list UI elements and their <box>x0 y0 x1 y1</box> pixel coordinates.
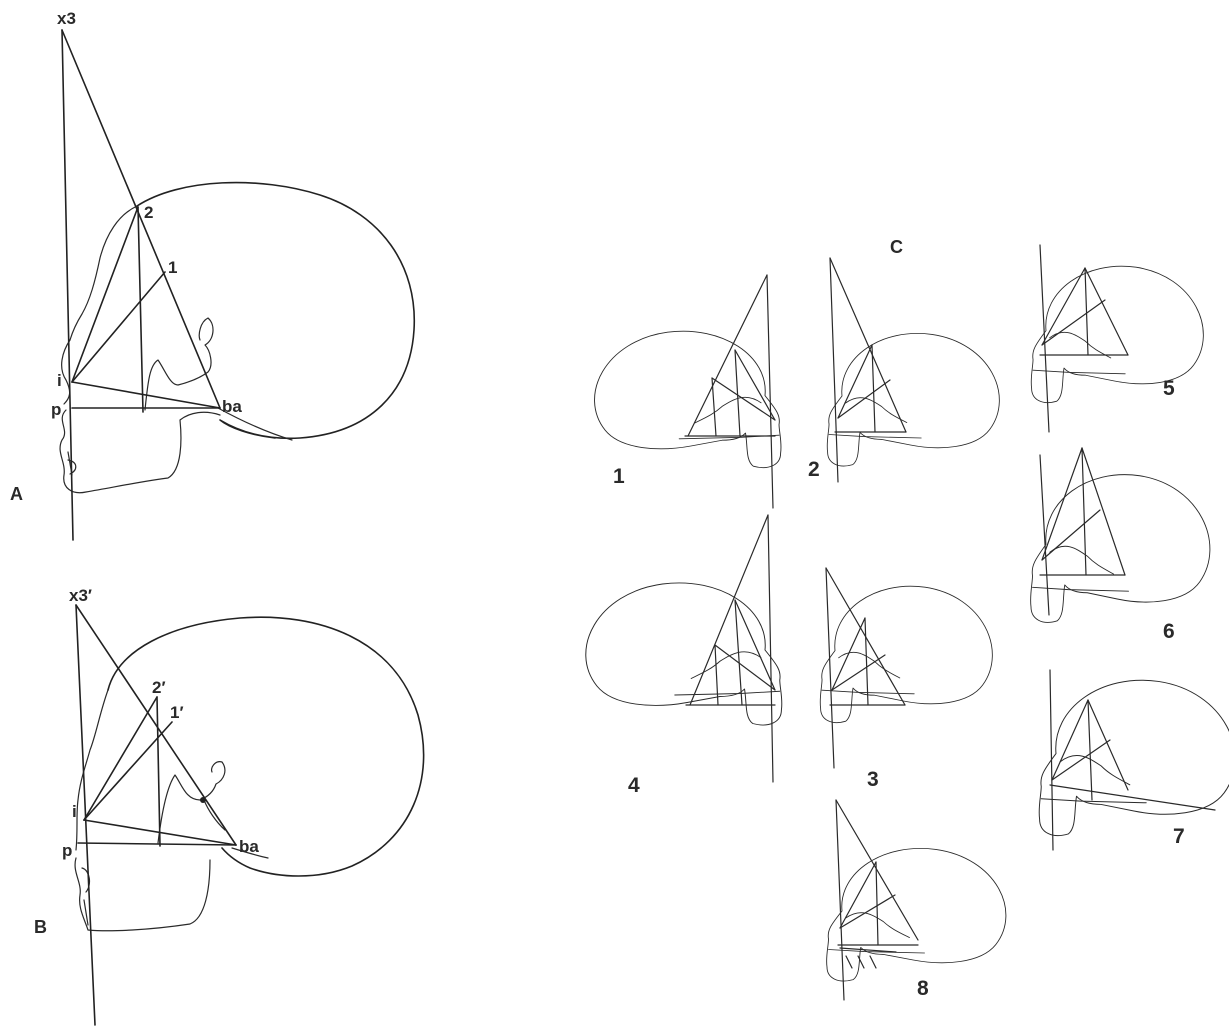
specimen-8-label: 8 <box>917 977 929 1000</box>
panel-a-label: A <box>10 484 23 504</box>
specimen-5-label: 5 <box>1163 377 1175 400</box>
point-ba-label: ba <box>222 397 242 416</box>
specimen-2-label: 2 <box>808 458 820 481</box>
point-1-label: 1 <box>168 258 177 277</box>
point-ba-label-b: ba <box>239 837 259 856</box>
skull-a-nose <box>61 339 71 405</box>
panel-c-label: C <box>890 237 903 257</box>
point-x3-label: x3 <box>57 9 76 28</box>
point-x3-prime-label: x3′ <box>69 586 92 605</box>
skull-b-face <box>74 857 211 932</box>
construction-lines-b <box>75 604 237 1026</box>
specimen-3: 3 <box>819 567 993 791</box>
specimen-1: 1 <box>595 274 782 509</box>
specimen-7-label: 7 <box>1173 825 1185 848</box>
skull-a-base <box>144 317 214 411</box>
panel-c: C 1 2 <box>586 237 1229 1001</box>
specimen-6: 6 <box>1030 447 1211 643</box>
point-2-label: 2 <box>144 203 153 222</box>
panel-a: x3 2 1 i p ba A <box>10 9 416 541</box>
specimen-4-label: 4 <box>628 774 640 797</box>
skull-a-face <box>59 409 221 494</box>
skull-a-cranium <box>136 181 416 440</box>
specimen-5: 5 <box>1030 244 1204 433</box>
specimen-7: 7 <box>1038 669 1229 851</box>
specimen-3-label: 3 <box>867 768 879 791</box>
specimen-6-label: 6 <box>1163 620 1175 643</box>
specimen-8: 8 <box>826 799 1007 1001</box>
specimen-1-label: 1 <box>613 465 625 488</box>
panel-b: x3′ 2′ 1′ i p ba B <box>34 586 425 1026</box>
skull-b-cranium <box>107 616 425 877</box>
skull-b-base <box>157 761 226 844</box>
point-p-label-b: p <box>62 841 72 860</box>
point-2-prime-label: 2′ <box>152 678 166 697</box>
point-i-label: i <box>57 371 62 390</box>
specimen-4: 4 <box>586 514 782 797</box>
point-p-label: p <box>51 400 61 419</box>
point-i-label-b: i <box>72 802 77 821</box>
skull-a-brow <box>69 205 138 341</box>
panel-b-label: B <box>34 917 47 937</box>
specimen-2: 2 <box>808 257 1000 483</box>
point-1-prime-label: 1′ <box>170 703 184 722</box>
construction-lines-a <box>61 29 221 541</box>
